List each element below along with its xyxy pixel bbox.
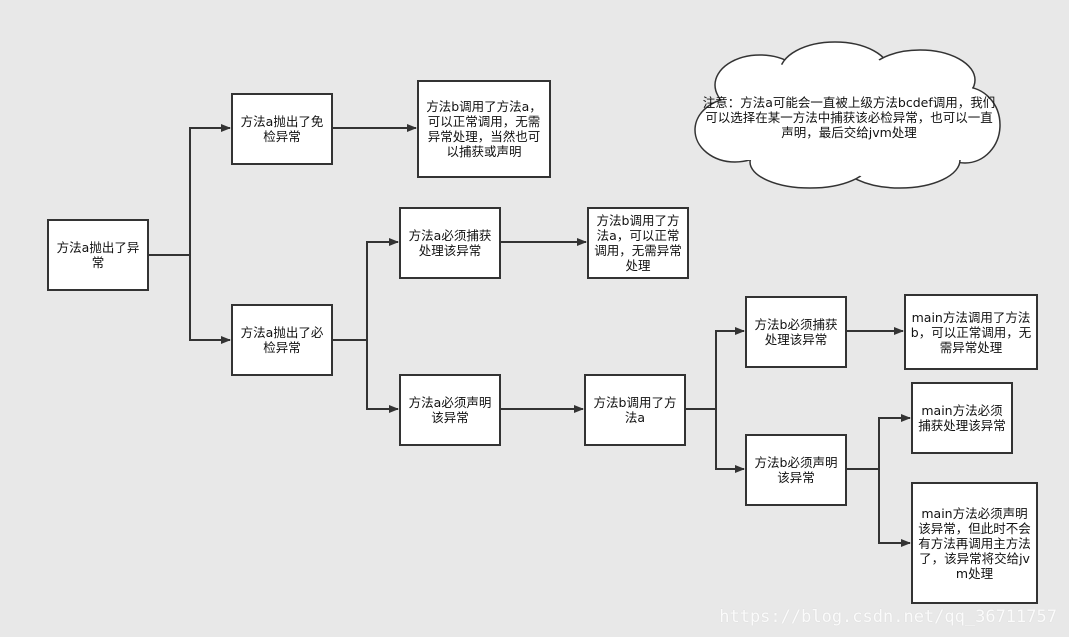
connector-b-catch xyxy=(715,327,745,409)
connector-main-declare xyxy=(878,469,911,547)
node-a-declare: 方法a必须声明该异常 xyxy=(399,374,501,446)
connector-checked-declare xyxy=(366,340,399,413)
connector-root-unchecked xyxy=(189,124,231,255)
node-main-declare: main方法必须声明该异常，但此时不会有方法再调用主方法了，该异常将交给jvm处… xyxy=(911,482,1038,604)
node-b-catch: 方法b必须捕获处理该异常 xyxy=(745,296,847,368)
node-a-catch-result: 方法b调用了方法a，可以正常调用，无需异常处理 xyxy=(587,207,689,279)
node-unchecked: 方法a抛出了免检异常 xyxy=(231,93,333,165)
node-checked: 方法a抛出了必检异常 xyxy=(231,304,333,376)
note-text: 注意：方法a可能会一直被上级方法bcdef调用，我们可以选择在某一方法中捕获该必… xyxy=(702,95,996,140)
node-a-catch: 方法a必须捕获处理该异常 xyxy=(399,207,501,279)
node-root: 方法a抛出了异常 xyxy=(47,219,149,291)
watermark: https://blog.csdn.net/qq_36711757 xyxy=(719,607,1057,627)
node-b-declare: 方法b必须声明该异常 xyxy=(745,434,847,506)
connector-root-checked xyxy=(189,255,231,344)
node-main-catch: main方法必须捕获处理该异常 xyxy=(911,382,1013,454)
connector-checked-catch xyxy=(366,238,399,340)
node-b-catch-result: main方法调用了方法b，可以正常调用，无需异常处理 xyxy=(904,294,1038,370)
node-b-calls-a: 方法b调用了方法a xyxy=(584,374,686,446)
node-unchecked-result: 方法b调用了方法a，可以正常调用，无需异常处理，当然也可以捕获或声明 xyxy=(417,80,551,178)
connector-main-catch xyxy=(878,414,911,469)
connector-b-declare xyxy=(715,409,745,473)
